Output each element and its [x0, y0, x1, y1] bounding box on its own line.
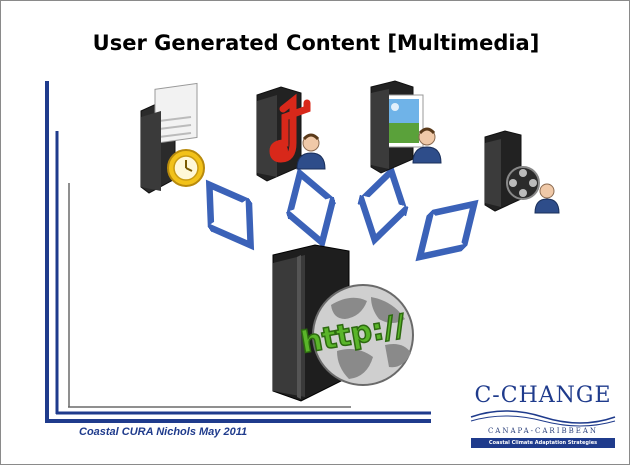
- slide-title: User Generated Content [Multimedia]: [92, 31, 540, 55]
- logo-swoosh-icon: [470, 410, 616, 427]
- logo-name: C-CHANGE: [474, 383, 612, 408]
- arrow-film-web-inner: [426, 210, 468, 251]
- logo-tagline: Coastal Climate Adaptation Strategies: [471, 438, 615, 448]
- slide-footer: Coastal CURA Nichols May 2011: [79, 426, 248, 438]
- logo-subtitle: CANAPA-CARIBBEAN: [487, 427, 599, 435]
- c-change-logo: C-CHANGE CANAPA-CARIBBEAN Coastal Climat…: [465, 383, 621, 455]
- arrow-music-web-inner: [301, 182, 321, 234]
- arrow-image-web-inner: [375, 180, 391, 231]
- arrow-doc-web-inner: [213, 192, 247, 238]
